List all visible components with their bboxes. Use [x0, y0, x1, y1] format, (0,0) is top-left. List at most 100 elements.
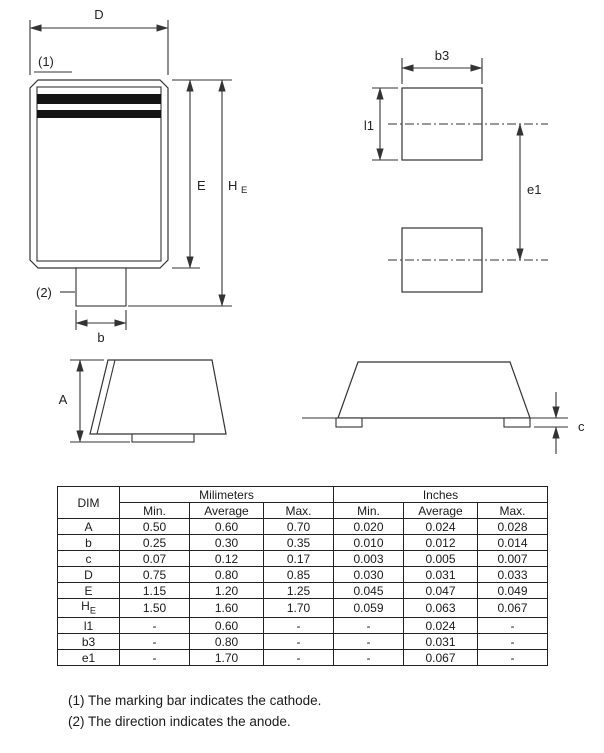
dim-a	[70, 359, 130, 443]
package-side-edge	[96, 359, 116, 435]
package-dimension-drawing: D (1) E H E	[29, 7, 585, 454]
callout-1-label: (1)	[38, 54, 54, 69]
dim-he	[128, 79, 232, 307]
mm-max-cell: 0.35	[263, 534, 334, 551]
dim-cell: D	[57, 566, 120, 583]
dim-e1-label: e1	[527, 182, 541, 197]
table-row: E 1.15 1.20 1.25 0.045 0.047 0.049	[57, 582, 548, 599]
table-header-millimeters: Milimeters	[119, 486, 334, 503]
table-subheader-in-min: Min.	[333, 502, 404, 519]
mm-max-cell: 1.25	[263, 582, 334, 599]
package-side-body	[89, 359, 227, 435]
in-min-cell: 0.059	[333, 597, 404, 619]
in-max-cell: -	[477, 633, 548, 651]
in-max-cell: 0.028	[477, 518, 548, 535]
table-header-row-1: DIM Milimeters Inches	[57, 486, 548, 519]
dim-b3-label: b3	[435, 48, 449, 63]
side-view-left: A	[59, 359, 227, 443]
in-max-cell: -	[477, 617, 548, 635]
in-avg-cell: 0.067	[403, 649, 478, 667]
in-min-cell: 0.020	[333, 518, 404, 535]
in-max-cell: 0.033	[477, 566, 548, 583]
dim-a-label: A	[59, 392, 68, 407]
table-row: D 0.75 0.80 0.85 0.030 0.031 0.033	[57, 566, 548, 583]
side-view-right: c	[302, 361, 585, 454]
footnotes: (1) The marking bar indicates the cathod…	[68, 690, 321, 732]
mm-avg-cell: 0.60	[189, 617, 264, 635]
dim-c	[534, 392, 568, 454]
table-header-row-2: Min. Average Max. Min. Average Max.	[58, 502, 548, 519]
in-max-cell: 0.067	[477, 597, 548, 619]
dim-b3	[401, 58, 483, 84]
mm-avg-cell: 0.12	[189, 550, 264, 567]
dim-cell: e1	[57, 649, 120, 667]
in-min-cell: -	[333, 633, 404, 651]
dim-d	[29, 20, 169, 75]
in-avg-cell: 0.024	[403, 518, 478, 535]
in-avg-cell: 0.063	[403, 597, 478, 619]
mm-max-cell: 0.17	[263, 550, 334, 567]
dim-cell: b	[57, 534, 120, 551]
in-max-cell: 0.014	[477, 534, 548, 551]
dim-he-main: H	[228, 178, 237, 193]
mm-min-cell: 0.50	[119, 518, 190, 535]
dim-main: H	[81, 599, 90, 613]
mm-max-cell: -	[263, 633, 334, 651]
lead-foot-left	[335, 417, 363, 428]
table-subheader-in-max: Max.	[477, 502, 548, 519]
in-min-cell: 0.010	[333, 534, 404, 551]
in-avg-cell: 0.005	[403, 550, 478, 567]
marking-bar-2	[37, 110, 161, 118]
mm-max-cell: 0.85	[263, 566, 334, 583]
table-row: l1 - 0.60 - - 0.024 -	[57, 617, 548, 635]
table-subheader-mm-avg: Average	[189, 502, 264, 519]
dim-l1	[372, 87, 398, 161]
dim-cell: b3	[57, 633, 120, 651]
package-body-outline	[29, 79, 169, 269]
mm-min-cell: -	[119, 617, 190, 635]
in-avg-cell: 0.047	[403, 582, 478, 599]
mm-max-cell: -	[263, 649, 334, 667]
dim-cell: A	[57, 518, 120, 535]
mm-max-cell: -	[263, 617, 334, 635]
table-row: c 0.07 0.12 0.17 0.003 0.005 0.007	[57, 550, 548, 567]
dim-cell: HE	[57, 597, 120, 619]
table-header-inches: Inches	[333, 486, 548, 503]
mm-min-cell: -	[119, 649, 190, 667]
mm-avg-cell: 0.60	[189, 518, 264, 535]
table-subheader-mm-max: Max.	[263, 502, 334, 519]
table-row: HE 1.50 1.60 1.70 0.059 0.063 0.067	[57, 597, 548, 619]
table-row: b3 - 0.80 - - 0.031 -	[57, 633, 548, 651]
table-subheader-mm-min: Min.	[119, 502, 190, 519]
callout-2-label: (2)	[36, 285, 52, 300]
footnote-anode: (2) The direction indicates the anode.	[68, 714, 291, 729]
in-max-cell: 0.007	[477, 550, 548, 567]
dim-b-label: b	[97, 330, 104, 345]
dim-d-label: D	[94, 7, 103, 22]
in-min-cell: 0.003	[333, 550, 404, 567]
in-avg-cell: 0.012	[403, 534, 478, 551]
table-row: e1 - 1.70 - - 0.067 -	[57, 649, 548, 667]
in-max-cell: -	[477, 649, 548, 667]
dim-cell: c	[57, 550, 120, 567]
mm-avg-cell: 0.80	[189, 633, 264, 651]
dim-subscript: E	[89, 605, 96, 616]
dim-cell: E	[57, 582, 120, 599]
dim-e	[172, 79, 232, 269]
dim-he-subscript: E	[241, 185, 247, 196]
in-min-cell: 0.030	[333, 566, 404, 583]
table-row: A 0.50 0.60 0.70 0.020 0.024 0.028	[57, 518, 548, 535]
in-min-cell: -	[333, 649, 404, 667]
terminal-tab	[75, 267, 127, 307]
mm-max-cell: 0.70	[263, 518, 334, 535]
marking-bar-1	[37, 94, 161, 104]
in-max-cell: 0.049	[477, 582, 548, 599]
in-avg-cell: 0.024	[403, 617, 478, 635]
mm-avg-cell: 0.80	[189, 566, 264, 583]
package-side-foot	[131, 433, 195, 443]
dim-he-label: H E	[228, 178, 247, 196]
dim-l1-label: l1	[364, 118, 374, 133]
mm-avg-cell: 1.60	[189, 597, 264, 619]
in-min-cell: -	[333, 617, 404, 635]
mm-avg-cell: 0.30	[189, 534, 264, 551]
